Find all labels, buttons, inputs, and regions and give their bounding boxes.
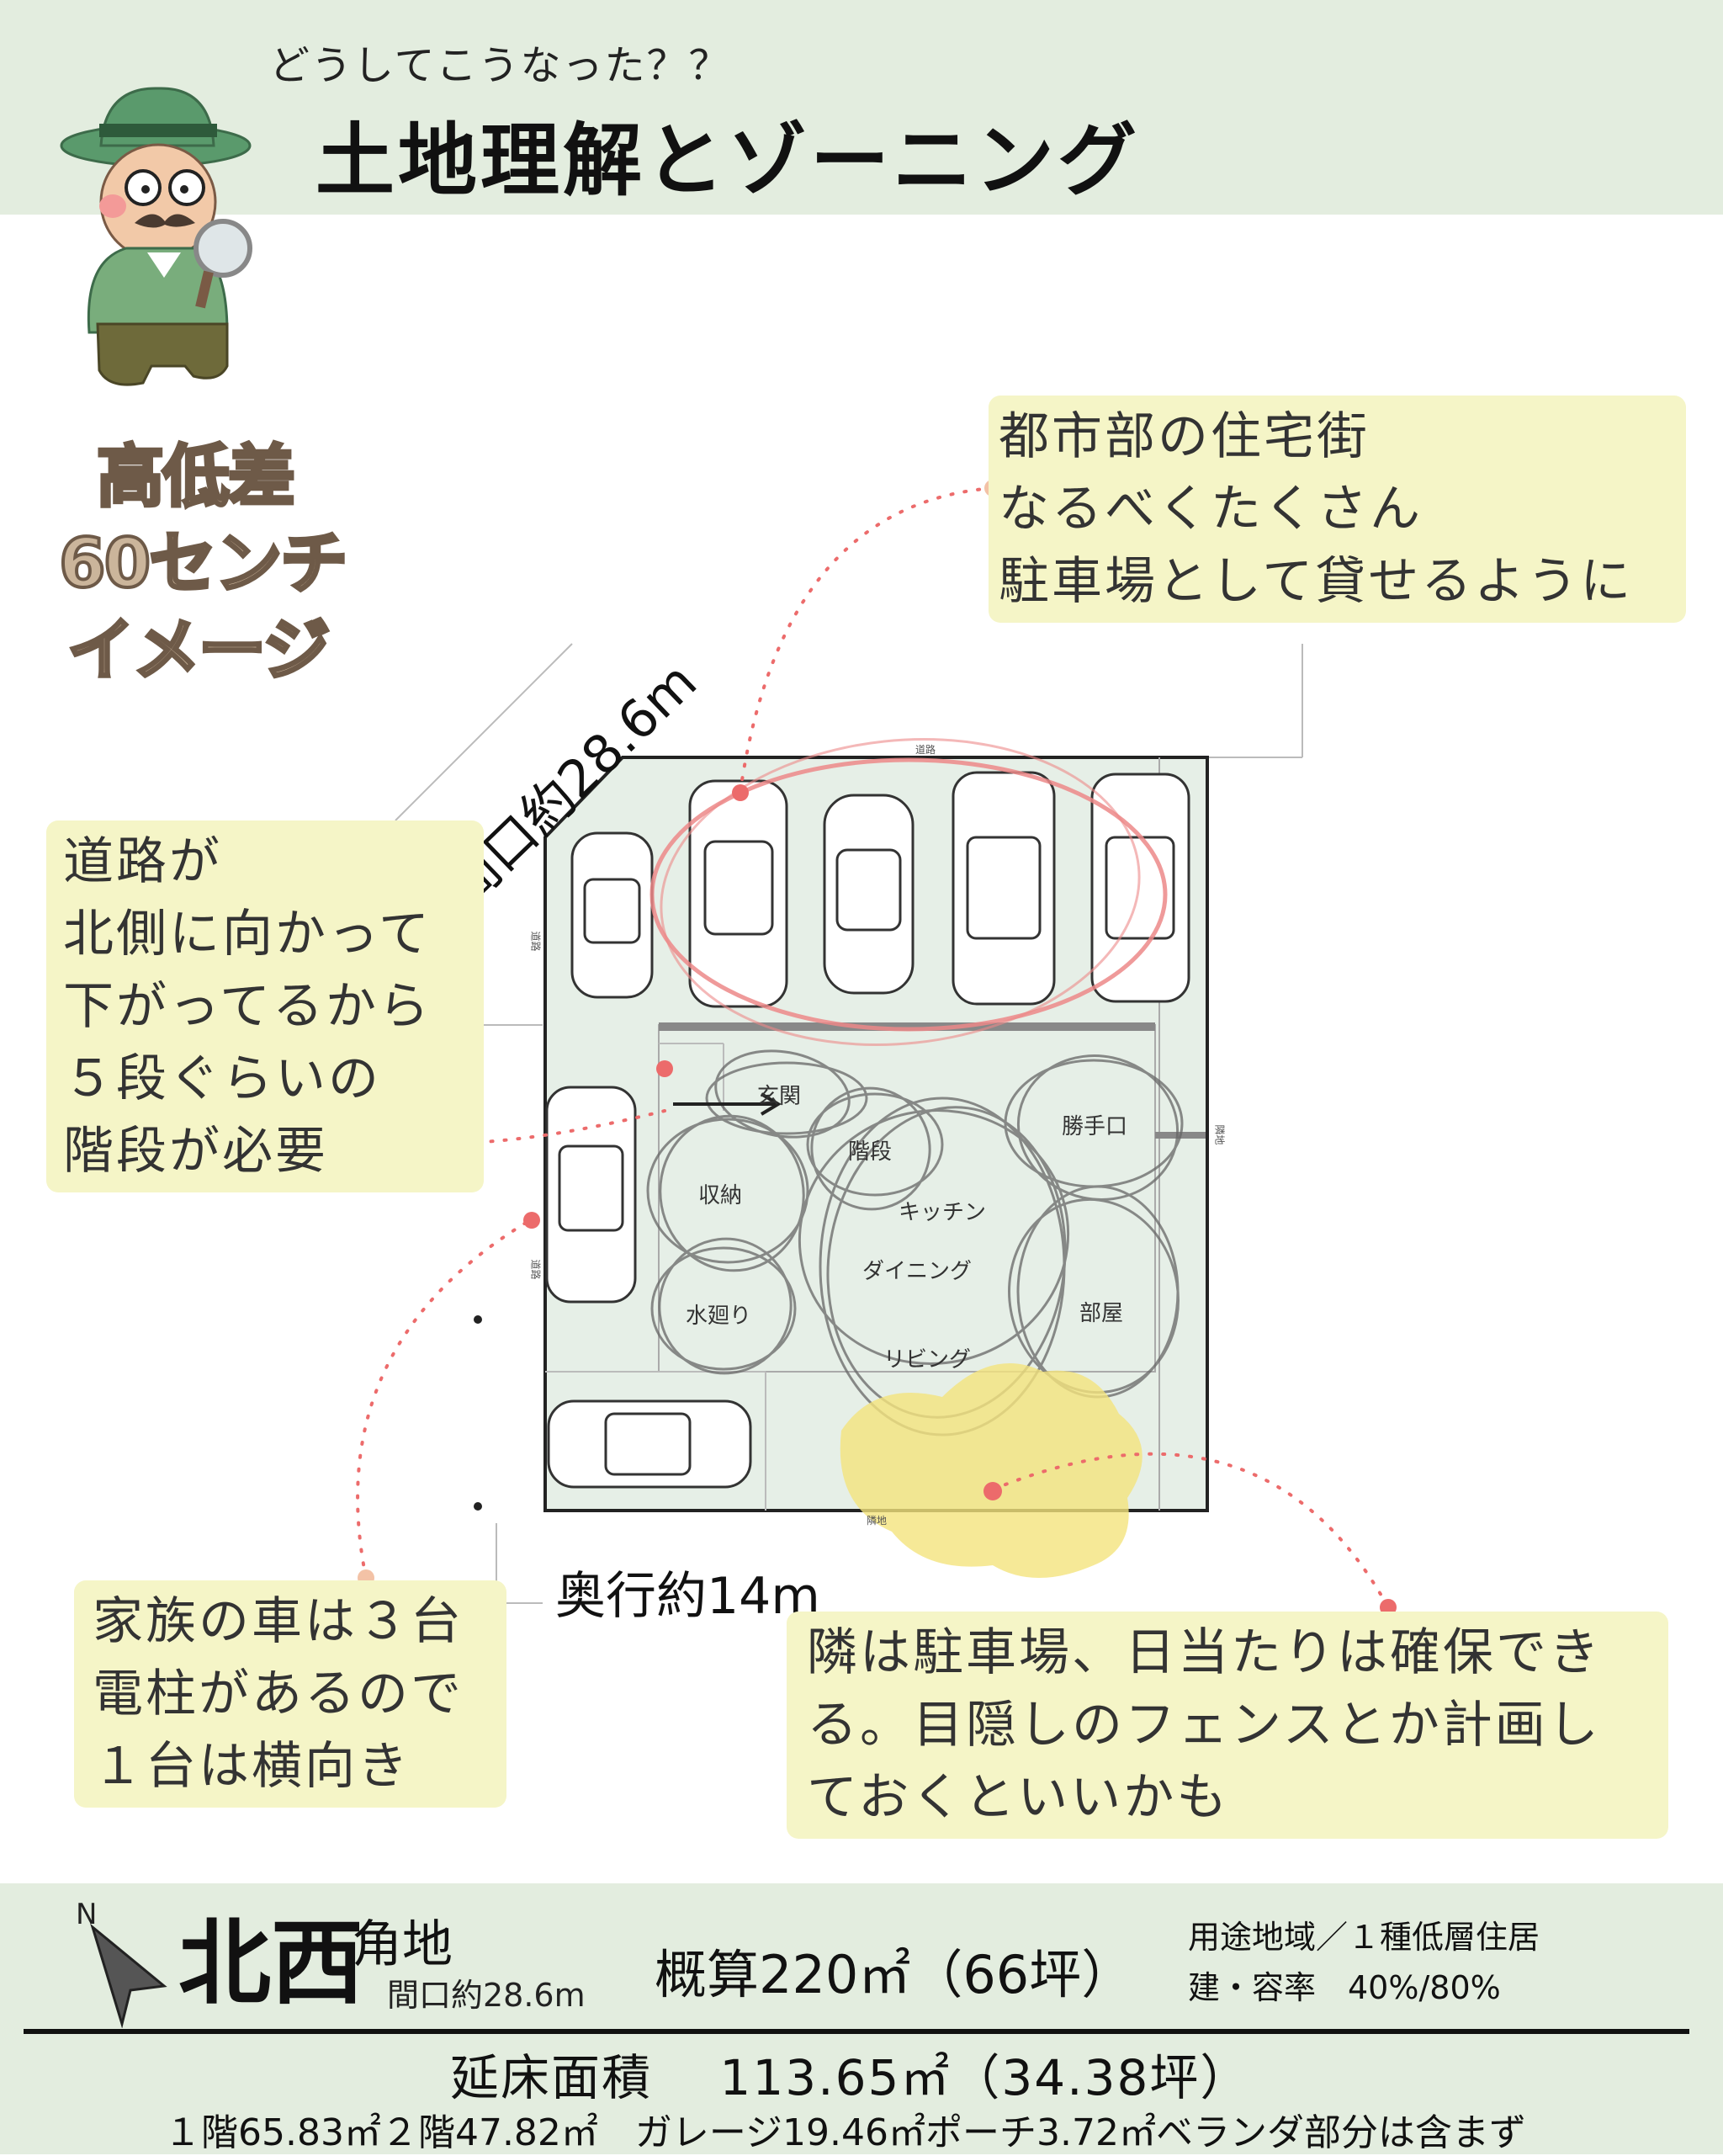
note-line: 駐車場として貸せるように bbox=[999, 552, 1634, 611]
footer-divider bbox=[24, 2029, 1689, 2034]
car-icon bbox=[952, 771, 1056, 1006]
room-water: 水廻り bbox=[686, 1304, 752, 1329]
footer-band bbox=[0, 1883, 1723, 2154]
car-icon bbox=[545, 1086, 637, 1304]
note-line: 北側に向かって bbox=[63, 905, 432, 964]
detective-illustration bbox=[60, 87, 252, 386]
road-label-left: 道路 bbox=[529, 931, 542, 952]
floor-area-breakdown: １階65.83㎡２階47.82㎡ ガレージ19.46㎡ポーチ3.72㎡ベランダ部… bbox=[164, 2111, 1526, 2154]
corner-direction: 北西 bbox=[178, 1909, 363, 2017]
note-stairs: 道路が 北側に向かって 下がってるから ５段ぐらいの 階段が必要 bbox=[46, 820, 484, 1192]
lot-area: 概算220㎡（66坪） bbox=[655, 1944, 1134, 2005]
neighbor-label-bottom: 隣地 bbox=[867, 1515, 888, 1527]
page-subtitle: どうしてこうなった？？ bbox=[269, 42, 731, 89]
car-icon bbox=[823, 794, 915, 995]
utility-pole-marker bbox=[474, 1502, 482, 1511]
note-line: 電柱があるので bbox=[93, 1665, 464, 1723]
room-dining: ダイニング bbox=[862, 1259, 973, 1284]
footer-frontage: 間口約28.6m bbox=[387, 1977, 586, 2014]
north-arrow-icon bbox=[90, 1923, 167, 2028]
zoning-info: 用途地域／１種低層住居 建・容率 40%/80% bbox=[1188, 1912, 1540, 2013]
room-kitchen: キッチン bbox=[899, 1200, 987, 1225]
note-line: 都市部の住宅街 bbox=[999, 407, 1370, 466]
height-badge-line1: 高低差 bbox=[95, 436, 297, 518]
road-label-top: 道路 bbox=[915, 744, 936, 756]
neighbor-label-right: 隣地 bbox=[1213, 1124, 1226, 1145]
note-line: 家族の車は３台 bbox=[93, 1592, 464, 1651]
road-label-left-lower: 道路 bbox=[529, 1259, 542, 1280]
room-stairs: 階段 bbox=[848, 1139, 893, 1165]
note-line: ておくといいかも bbox=[807, 1768, 1230, 1827]
room-living: リビング bbox=[883, 1347, 972, 1373]
dotted-connectors bbox=[276, 486, 1390, 1609]
note-neighbor: 隣は駐車場、日当たりは確保でき る。目隠しのフェンスとか計画し ておくといいかも bbox=[787, 1612, 1668, 1839]
corner-lot-label: 角地 bbox=[352, 1915, 453, 1974]
note-line: る。目隠しのフェンスとか計画し bbox=[807, 1696, 1601, 1755]
note-line: 階段が必要 bbox=[63, 1122, 328, 1181]
car-icon bbox=[547, 1399, 752, 1489]
note-rental-parking: 都市部の住宅街 なるべくたくさん 駐車場として貸せるように bbox=[989, 396, 1686, 623]
page-title: 土地理解とゾーニング bbox=[315, 115, 1141, 207]
note-line: ５段ぐらいの bbox=[63, 1049, 381, 1108]
room-storage: 収納 bbox=[698, 1183, 743, 1208]
note-line: 道路が bbox=[63, 832, 222, 891]
header-band bbox=[0, 0, 1723, 215]
zoning-ratio: 建・容率 40%/80% bbox=[1188, 1969, 1501, 2006]
road-edge-line bbox=[395, 643, 573, 821]
rental-parking-circle bbox=[649, 757, 1168, 1032]
note-family-cars: 家族の車は３台 電柱があるので １台は横向き bbox=[74, 1580, 506, 1808]
note-line: 隣は駐車場、日当たりは確保でき bbox=[807, 1623, 1602, 1682]
car-icon bbox=[570, 831, 654, 999]
total-floor-area: 延床面積 113.65㎡（34.38坪） bbox=[450, 2049, 1251, 2106]
zoning-bubbles bbox=[646, 1049, 1184, 1436]
depth-dimension: 奥行約14m bbox=[555, 1567, 820, 1626]
room-entrance: 玄関 bbox=[757, 1084, 802, 1109]
utility-pole-marker bbox=[474, 1315, 482, 1324]
compass-letter: N bbox=[76, 1898, 98, 1931]
note-line: 下がってるから bbox=[63, 977, 432, 1036]
height-badge-line3: イメージ bbox=[66, 609, 331, 691]
car-icon bbox=[688, 779, 788, 1008]
sunlight-area bbox=[840, 1363, 1142, 1578]
retaining-wall bbox=[659, 1022, 1155, 1031]
room-back-door: 勝手口 bbox=[1062, 1114, 1128, 1139]
height-badge-line2: 60センチ bbox=[57, 523, 349, 604]
note-line: なるべくたくさん bbox=[999, 480, 1423, 539]
zoning-use: 用途地域／１種低層住居 bbox=[1188, 1919, 1540, 1956]
room-bedroom: 部屋 bbox=[1079, 1301, 1124, 1326]
note-line: １台は横向き bbox=[93, 1737, 411, 1796]
